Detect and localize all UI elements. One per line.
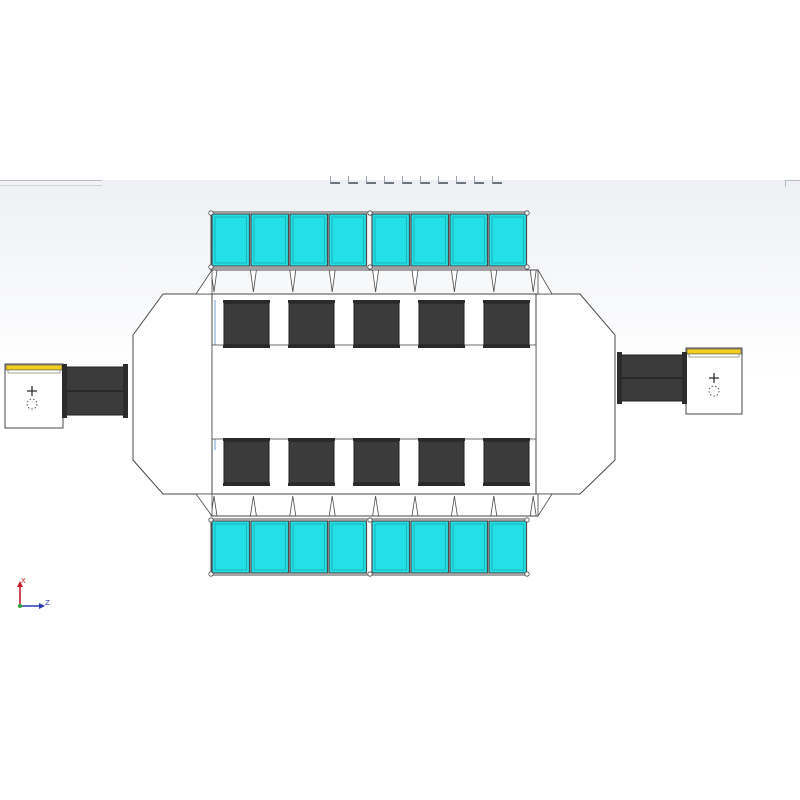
view-settings-icon[interactable] (492, 176, 502, 184)
bottom-panel-3[interactable] (289, 520, 329, 574)
bottom-block-4[interactable] (418, 440, 465, 484)
bottom-panel-6[interactable] (410, 520, 450, 574)
view-orientation-icon[interactable] (402, 176, 412, 184)
top-block-3[interactable] (353, 302, 400, 346)
bottom-panel-2[interactable] (250, 520, 290, 574)
viewport-split-handle[interactable] (785, 180, 800, 187)
zoom-fit-icon[interactable] (330, 176, 340, 184)
top-panel-6[interactable] (410, 213, 450, 267)
right-conveyor-unit[interactable] (617, 347, 743, 415)
top-block-row[interactable] (223, 300, 530, 348)
crosshair-icon (27, 386, 37, 396)
reference-triad: X Z (12, 578, 52, 612)
top-panel-3[interactable] (289, 213, 329, 267)
scene-icon[interactable] (474, 176, 484, 184)
bottom-panel-row[interactable] (208, 517, 530, 577)
bottom-panel-1[interactable] (211, 520, 251, 574)
hide-show-icon[interactable] (438, 176, 448, 184)
top-panel-2[interactable] (250, 213, 290, 267)
bottom-panel-7[interactable] (449, 520, 489, 574)
top-block-4[interactable] (418, 302, 465, 346)
bottom-block-1[interactable] (223, 440, 270, 484)
section-view-icon[interactable] (384, 176, 394, 184)
feature-tree-panel-edge[interactable] (0, 180, 102, 186)
appearance-icon[interactable] (456, 176, 466, 184)
top-block-1[interactable] (223, 302, 270, 346)
bottom-block-2[interactable] (288, 440, 335, 484)
top-panel-5[interactable] (371, 213, 411, 267)
top-block-5[interactable] (483, 302, 530, 346)
top-panel-1[interactable] (211, 213, 251, 267)
crosshair-icon (709, 373, 719, 383)
top-panel-7[interactable] (449, 213, 489, 267)
previous-view-icon[interactable] (366, 176, 376, 184)
panel-gussets (195, 268, 553, 518)
display-style-icon[interactable] (420, 176, 430, 184)
axis-z-label: Z (45, 599, 50, 607)
bottom-panel-4[interactable] (328, 520, 368, 574)
bottom-block-row[interactable] (223, 438, 530, 486)
zoom-area-icon[interactable] (348, 176, 358, 184)
top-panel-8[interactable] (488, 213, 528, 267)
left-conveyor-unit[interactable] (4, 363, 128, 429)
top-block-2[interactable] (288, 302, 335, 346)
bottom-panel-5[interactable] (371, 520, 411, 574)
heads-up-view-toolbar (330, 174, 516, 186)
bottom-block-5[interactable] (483, 440, 530, 484)
top-panel-4[interactable] (328, 213, 368, 267)
bottom-block-3[interactable] (353, 440, 400, 484)
bottom-panel-8[interactable] (488, 520, 528, 574)
top-panel-row[interactable] (208, 210, 530, 270)
axis-triad-icon (17, 581, 45, 609)
axis-x-label: X (21, 577, 26, 585)
